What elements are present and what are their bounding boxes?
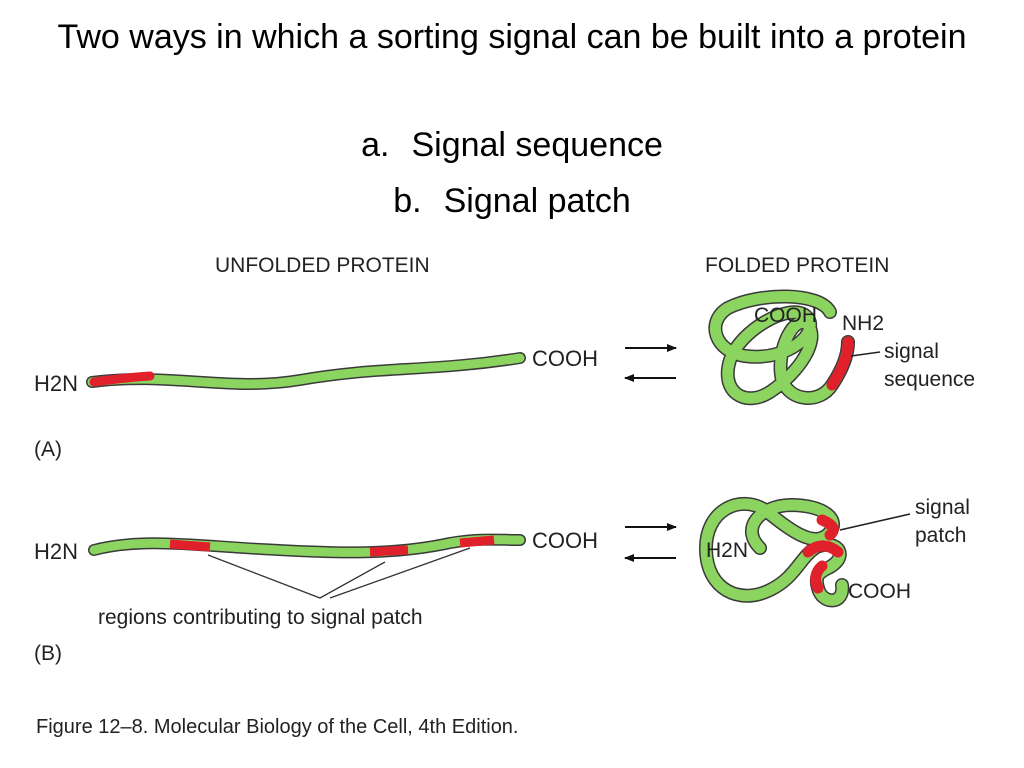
folded-patch-region-1 <box>816 514 839 541</box>
bullet-signal-sequence: a. Signal sequence <box>0 124 1024 166</box>
signal-sequence-leader-line <box>850 351 881 357</box>
signal-sequence-segment <box>89 371 155 387</box>
header-unfolded-protein: UNFOLDED PROTEIN <box>215 254 430 277</box>
panel-a-label: (A) <box>34 438 62 461</box>
folded-c-terminus-label: COOH <box>848 580 911 603</box>
bullet-signal-patch: b. Signal patch <box>0 180 1024 222</box>
signal-label-line2: sequence <box>884 368 975 391</box>
folded-patch-region-2 <box>802 540 844 558</box>
c-terminus-label: COOH <box>532 346 598 371</box>
panel-b: H2N COOH regions contributing to signal … <box>34 496 970 665</box>
regions-pointer-lines <box>207 554 386 599</box>
regions-pointer-line <box>329 547 471 599</box>
unfolded-chain-a <box>86 352 526 390</box>
unfolded-chain-b <box>88 533 526 559</box>
panel-a: H2N COOH COOH NH2 signal sequence (A) <box>34 289 975 461</box>
panel-b-label: (B) <box>34 642 62 665</box>
c-terminus-label: COOH <box>532 528 598 553</box>
regions-label: regions contributing to signal patch <box>98 606 423 629</box>
header-folded-protein: FOLDED PROTEIN <box>705 254 889 277</box>
folded-protein-b <box>698 496 850 608</box>
bullet-marker: a. <box>361 126 390 164</box>
patch-region-1 <box>169 539 211 552</box>
slide-title: Two ways in which a sorting signal can b… <box>57 18 967 56</box>
folded-signal-sequence <box>826 336 854 391</box>
patch-label-line1: signal <box>915 496 970 519</box>
signal-label-line1: signal <box>884 340 939 363</box>
n-terminus-label: H2N <box>34 539 78 564</box>
folded-n-terminus-label: NH2 <box>842 312 884 335</box>
folded-protein-a <box>708 289 855 406</box>
bullet-text: Signal sequence <box>411 126 663 164</box>
patch-region-3 <box>459 535 495 548</box>
folded-c-terminus-label: COOH <box>754 304 817 327</box>
patch-label-line2: patch <box>915 524 966 547</box>
patch-region-2 <box>369 545 409 557</box>
bullet-marker: b. <box>393 182 422 220</box>
n-terminus-label: H2N <box>34 371 78 396</box>
folded-n-terminus-label: H2N <box>706 539 748 562</box>
figure-caption: Figure 12–8. Molecular Biology of the Ce… <box>36 716 519 738</box>
signal-patch-leader-line <box>839 513 911 531</box>
bullet-text: Signal patch <box>443 182 631 220</box>
folded-patch-region-3 <box>810 560 828 594</box>
